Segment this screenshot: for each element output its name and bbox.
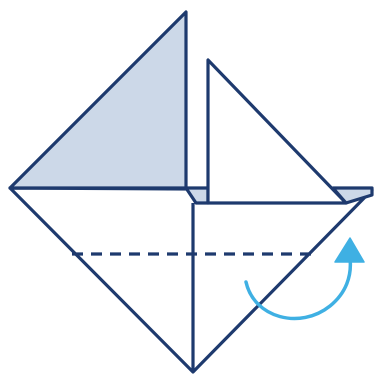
base-diamond: [10, 188, 372, 372]
right-white-flap: [208, 60, 346, 203]
left-shaded-flap: [10, 12, 186, 188]
fold-arrow-head-icon: [335, 238, 364, 262]
